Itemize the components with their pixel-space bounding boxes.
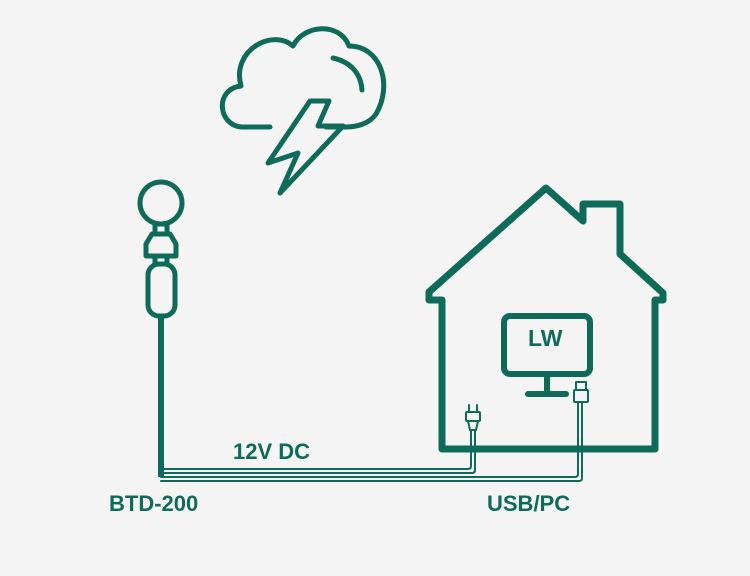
usb-cable [160,401,579,478]
dc-plug-icon [465,404,481,431]
connection-label: USB/PC [487,491,571,516]
usb-plug-icon [573,381,589,403]
storm-cloud-lightning-icon [219,26,387,196]
house-outline [425,184,667,453]
dc-plug-body [465,411,481,422]
usb-plug-head [575,381,587,391]
usb-plug-body [573,389,589,403]
sensor-label: BTD-200 [109,491,199,516]
monitor-icon [501,313,593,397]
power-label: 12V DC [233,439,311,464]
dc-plug-boot [467,420,479,431]
cable-bundle [160,401,583,482]
house-icon [425,184,667,453]
usb-cable-inner [160,401,583,482]
lightning-bolt-icon [265,98,346,196]
sensor-collar [143,231,179,259]
sensor-head [137,179,185,227]
lightning-sensor-icon [137,179,185,477]
screen-label: LW [528,325,563,351]
cloud-highlight [330,55,365,93]
sensor-body [145,261,178,319]
power-cable-inner [160,429,476,474]
cloud-icon [219,26,387,130]
power-cable [160,429,472,470]
